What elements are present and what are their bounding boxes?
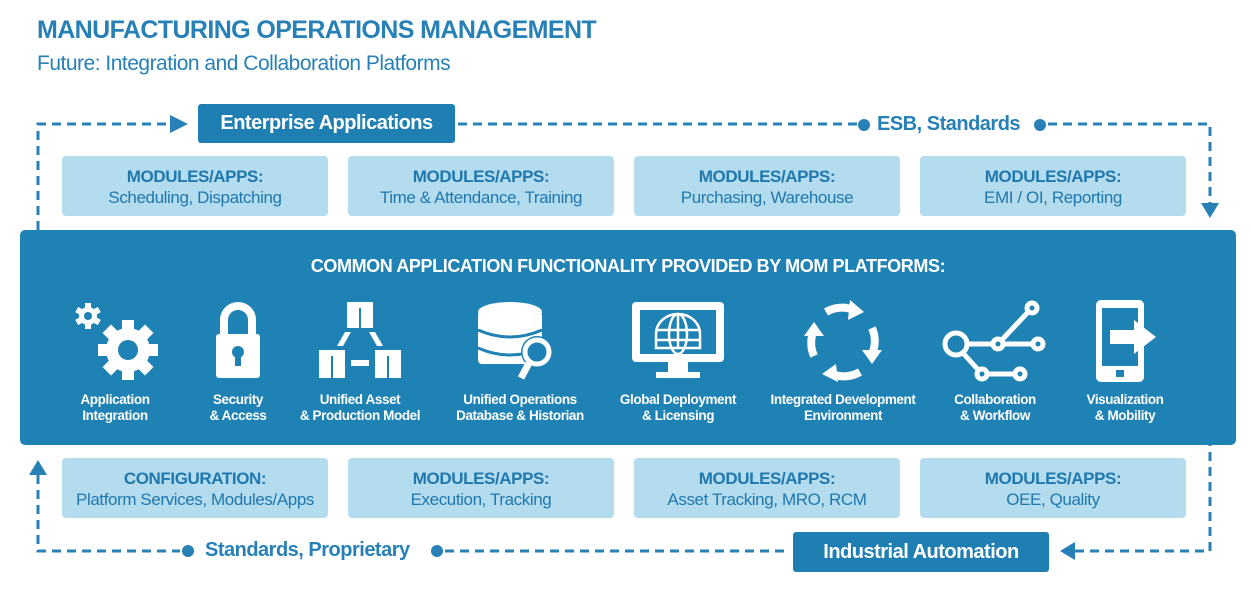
feature-security-access: Security& Access bbox=[153, 300, 323, 424]
feature-visualization-mobility: Visualization& Mobility bbox=[1040, 300, 1210, 424]
feature-label: Database & Historian bbox=[456, 408, 584, 423]
enterprise-applications-box: Enterprise Applications bbox=[198, 104, 455, 143]
padlock-icon bbox=[216, 302, 260, 378]
mom-platform-panel: COMMON APPLICATION FUNCTIONALITY PROVIDE… bbox=[20, 230, 1236, 445]
module-heading: CONFIGURATION: bbox=[123, 469, 267, 488]
feature-collaboration-workflow: Collaboration& Workflow bbox=[910, 300, 1080, 424]
module-text: Execution, Tracking bbox=[410, 490, 552, 509]
connector-dot bbox=[1034, 119, 1046, 131]
module-box: MODULES/APPS: OEE, Quality bbox=[920, 458, 1186, 518]
feature-label: & Workflow bbox=[960, 408, 1030, 423]
module-box: MODULES/APPS: EMI / OI, Reporting bbox=[920, 156, 1186, 216]
cycle-arrows-icon bbox=[804, 300, 882, 382]
arrow-left-icon bbox=[1060, 542, 1075, 560]
connector-dot bbox=[431, 545, 443, 557]
feature-global-deployment: Global Deployment& Licensing bbox=[593, 300, 763, 424]
module-text: Scheduling, Dispatching bbox=[108, 188, 282, 207]
page-subtitle: Future: Integration and Collaboration Pl… bbox=[37, 52, 451, 75]
standards-proprietary-label: Standards, Proprietary bbox=[205, 539, 410, 561]
feature-label: Unified Operations bbox=[463, 392, 577, 407]
configuration-box: CONFIGURATION: Platform Services, Modules… bbox=[62, 458, 328, 518]
arrow-down-icon bbox=[1201, 203, 1219, 218]
module-heading: MODULES/APPS: bbox=[698, 167, 836, 186]
mobile-share-icon bbox=[1096, 300, 1156, 382]
feature-label: & Mobility bbox=[1094, 408, 1156, 423]
module-heading: MODULES/APPS: bbox=[412, 469, 550, 488]
feature-label: Collaboration bbox=[954, 392, 1036, 407]
module-heading: MODULES/APPS: bbox=[984, 469, 1122, 488]
arrow-right-icon bbox=[170, 115, 188, 133]
industrial-automation-box: Industrial Automation bbox=[793, 532, 1049, 572]
module-heading: MODULES/APPS: bbox=[412, 167, 550, 186]
feature-label: & Access bbox=[209, 408, 267, 423]
module-text: Time & Attendance, Training bbox=[379, 188, 583, 207]
module-text: OEE, Quality bbox=[1006, 490, 1100, 509]
module-box: MODULES/APPS: Execution, Tracking bbox=[348, 458, 614, 518]
module-heading: MODULES/APPS: bbox=[126, 167, 264, 186]
feature-label: Integrated Development bbox=[770, 392, 916, 407]
feature-label: Integration bbox=[82, 408, 148, 423]
module-box: MODULES/APPS: Scheduling, Dispatching bbox=[62, 156, 328, 216]
arrow-up-icon bbox=[29, 460, 47, 475]
connector-dot bbox=[182, 545, 194, 557]
platform-heading: COMMON APPLICATION FUNCTIONALITY PROVIDE… bbox=[310, 256, 946, 276]
module-text: Purchasing, Warehouse bbox=[680, 188, 854, 207]
network-icon bbox=[942, 300, 1046, 382]
module-text: EMI / OI, Reporting bbox=[984, 188, 1122, 207]
gears-icon bbox=[75, 303, 158, 380]
feature-label: Unified Asset bbox=[319, 392, 401, 407]
esb-standards-label: ESB, Standards bbox=[877, 113, 1021, 135]
module-heading: MODULES/APPS: bbox=[698, 469, 836, 488]
feature-label: Visualization bbox=[1086, 392, 1164, 407]
feature-label: Global Deployment bbox=[619, 392, 737, 407]
feature-label: & Licensing bbox=[641, 408, 715, 423]
page-title: MANUFACTURING OPERATIONS MANAGEMENT bbox=[37, 16, 597, 44]
module-box: MODULES/APPS: Time & Attendance, Training bbox=[348, 156, 614, 216]
module-heading: MODULES/APPS: bbox=[984, 167, 1122, 186]
feature-label: Security bbox=[212, 392, 264, 407]
globe-monitor-icon bbox=[632, 302, 724, 378]
module-text: Platform Services, Modules/Apps bbox=[76, 490, 314, 509]
connector-dot bbox=[858, 119, 870, 131]
feature-label: Application bbox=[80, 392, 150, 407]
module-box: MODULES/APPS: Asset Tracking, MRO, RCM bbox=[634, 458, 900, 518]
feature-unified-asset-model: Unified Asset& Production Model bbox=[275, 300, 445, 424]
database-search-icon bbox=[477, 302, 553, 380]
module-box: MODULES/APPS: Purchasing, Warehouse bbox=[634, 156, 900, 216]
module-text: Asset Tracking, MRO, RCM bbox=[667, 490, 867, 509]
feature-label: Environment bbox=[803, 408, 883, 423]
feature-label: & Production Model bbox=[299, 408, 421, 423]
cubes-icon bbox=[319, 302, 401, 378]
